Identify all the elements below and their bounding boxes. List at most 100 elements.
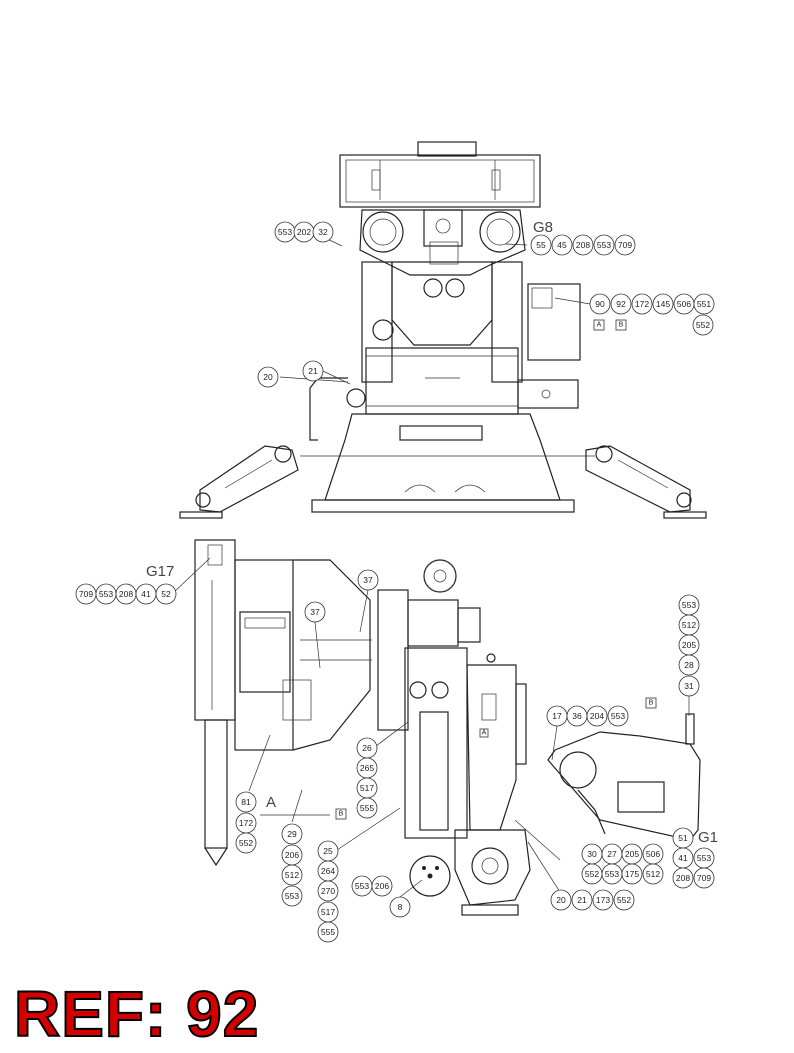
- svg-text:8: 8: [398, 902, 403, 912]
- part-balloon: 8: [389, 896, 411, 918]
- svg-text:205: 205: [682, 640, 696, 650]
- part-balloon: 517: [317, 901, 339, 923]
- svg-text:41: 41: [141, 589, 151, 599]
- part-balloon: 206: [371, 875, 393, 897]
- svg-text:145: 145: [656, 299, 670, 309]
- svg-text:21: 21: [308, 366, 318, 376]
- svg-text:204: 204: [590, 711, 604, 721]
- part-balloon: 31: [678, 675, 700, 697]
- svg-text:709: 709: [79, 589, 93, 599]
- part-balloon: 709: [614, 234, 636, 256]
- part-balloon: 553: [351, 875, 373, 897]
- part-balloon: 21: [571, 889, 593, 911]
- svg-text:264: 264: [321, 866, 335, 876]
- leader-lines: [171, 231, 690, 898]
- part-balloon: 20: [550, 889, 572, 911]
- part-balloon: 25: [317, 840, 339, 862]
- part-balloon: 21: [302, 360, 324, 382]
- svg-text:206: 206: [285, 850, 299, 860]
- part-balloon: 551: [693, 293, 715, 315]
- part-balloon: 555: [317, 921, 339, 943]
- svg-text:28: 28: [684, 660, 694, 670]
- part-balloon: 51: [672, 827, 694, 849]
- part-balloon: 709: [693, 867, 715, 889]
- svg-text:208: 208: [576, 240, 590, 250]
- svg-text:20: 20: [556, 895, 566, 905]
- svg-text:512: 512: [285, 870, 299, 880]
- part-balloon: 45: [551, 234, 573, 256]
- part-balloon: 553: [678, 594, 700, 616]
- part-balloon: 173: [592, 889, 614, 911]
- part-balloon: 553: [281, 885, 303, 907]
- part-balloon: 92: [610, 293, 632, 315]
- svg-text:36: 36: [572, 711, 582, 721]
- part-balloon: 265: [356, 757, 378, 779]
- part-balloon: 202: [293, 221, 315, 243]
- part-balloon: 205: [678, 634, 700, 656]
- svg-text:B: B: [339, 811, 344, 818]
- box-label: B: [335, 808, 347, 820]
- svg-text:205: 205: [625, 849, 639, 859]
- part-balloon: 175: [621, 863, 643, 885]
- part-balloon: 145: [652, 293, 674, 315]
- part-balloon: 204: [586, 705, 608, 727]
- part-balloon: 264: [317, 860, 339, 882]
- svg-text:21: 21: [577, 895, 587, 905]
- part-balloon: 37: [304, 601, 326, 623]
- svg-text:A: A: [482, 730, 487, 737]
- part-balloon: 41: [135, 583, 157, 605]
- part-balloon: 506: [673, 293, 695, 315]
- box-label: B: [615, 319, 627, 331]
- svg-text:55: 55: [536, 240, 546, 250]
- box-label: A: [479, 728, 489, 738]
- svg-text:32: 32: [318, 227, 328, 237]
- part-balloon: 208: [572, 234, 594, 256]
- part-balloon: 55: [530, 234, 552, 256]
- svg-text:553: 553: [697, 853, 711, 863]
- svg-text:553: 553: [278, 227, 292, 237]
- svg-text:25: 25: [323, 846, 333, 856]
- svg-text:552: 552: [696, 320, 710, 330]
- svg-text:555: 555: [321, 927, 335, 937]
- svg-text:208: 208: [119, 589, 133, 599]
- part-balloon: 555: [356, 797, 378, 819]
- part-balloon: 36: [566, 705, 588, 727]
- svg-text:552: 552: [239, 838, 253, 848]
- part-balloon: 172: [235, 812, 257, 834]
- part-balloon: 553: [593, 234, 615, 256]
- part-balloon: 553: [693, 847, 715, 869]
- svg-text:553: 553: [597, 240, 611, 250]
- svg-text:30: 30: [587, 849, 597, 859]
- part-balloon: 553: [601, 863, 623, 885]
- part-balloon: 81: [235, 791, 257, 813]
- svg-text:202: 202: [297, 227, 311, 237]
- part-balloon: 552: [692, 314, 714, 336]
- part-balloon: 37: [357, 569, 379, 591]
- part-balloons: 553 202 32 55 45 208 553 709 90 92 172 1…: [75, 221, 715, 943]
- svg-text:551: 551: [697, 299, 711, 309]
- part-balloon: 32: [312, 221, 334, 243]
- svg-text:512: 512: [646, 869, 660, 879]
- svg-text:552: 552: [585, 869, 599, 879]
- box-label: A: [593, 319, 605, 331]
- box-label: B: [645, 697, 657, 709]
- svg-text:B: B: [619, 322, 624, 329]
- part-balloon: 206: [281, 844, 303, 866]
- svg-text:173: 173: [596, 895, 610, 905]
- svg-text:37: 37: [310, 607, 320, 617]
- svg-text:553: 553: [355, 881, 369, 891]
- svg-text:208: 208: [676, 873, 690, 883]
- part-balloon: 205: [621, 843, 643, 865]
- svg-text:206: 206: [375, 881, 389, 891]
- svg-text:52: 52: [161, 589, 171, 599]
- svg-text:27: 27: [607, 849, 617, 859]
- part-balloon: 512: [281, 864, 303, 886]
- svg-text:517: 517: [321, 907, 335, 917]
- part-balloon: 506: [642, 843, 664, 865]
- part-balloon: 172: [631, 293, 653, 315]
- svg-text:51: 51: [678, 833, 688, 843]
- svg-text:20: 20: [263, 372, 273, 382]
- part-balloon: 17: [546, 705, 568, 727]
- svg-text:172: 172: [239, 818, 253, 828]
